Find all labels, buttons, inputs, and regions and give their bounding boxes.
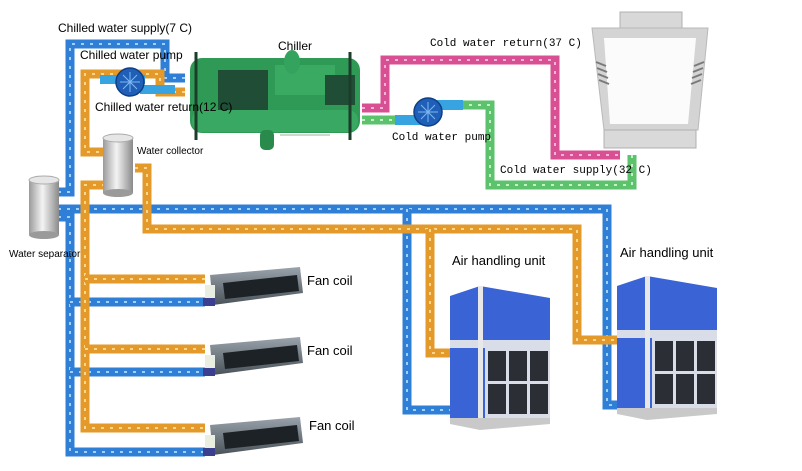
label-water-separator: Water separator — [9, 249, 81, 260]
label-water-collector: Water collector — [137, 146, 204, 157]
fan-coil-unit-3 — [203, 417, 303, 456]
cold-water-pump — [395, 97, 463, 127]
label-chilled-water-return: Chilled water return(12 C) — [95, 100, 233, 114]
fan-coil-unit-1 — [203, 267, 303, 306]
cold-water-supply-pipe — [362, 100, 637, 190]
label-air-handling-unit-2: Air handling unit — [620, 245, 714, 260]
label-chilled-water-supply: Chilled water supply(7 C) — [58, 21, 193, 35]
fan-coil-unit-2 — [203, 337, 303, 376]
label-air-handling-unit-1: Air handling unit — [452, 253, 546, 268]
label-cold-water-return: Cold water return(37 C) — [430, 38, 582, 50]
water-collector — [102, 133, 134, 197]
label-fan-coil-2: Fan coil — [307, 343, 353, 358]
chiller — [190, 50, 360, 150]
air-handling-unit-1 — [450, 286, 550, 430]
supply-pipe-main — [40, 204, 620, 410]
label-fan-coil-3: Fan coil — [309, 418, 355, 433]
label-cold-water-supply: Cold water supply(32 C) — [500, 165, 652, 177]
label-chilled-water-pump: Chilled water pump — [80, 48, 183, 62]
water-separator — [28, 175, 60, 239]
label-cold-water-pump: Cold water pump — [392, 132, 492, 144]
cold-water-return-pipe — [362, 55, 620, 160]
label-chiller: Chiller — [278, 39, 313, 53]
air-handling-unit-2 — [617, 276, 717, 420]
label-fan-coil-1: Fan coil — [307, 273, 353, 288]
cooling-tower — [591, 11, 709, 149]
chilled-water-pump — [100, 67, 175, 97]
